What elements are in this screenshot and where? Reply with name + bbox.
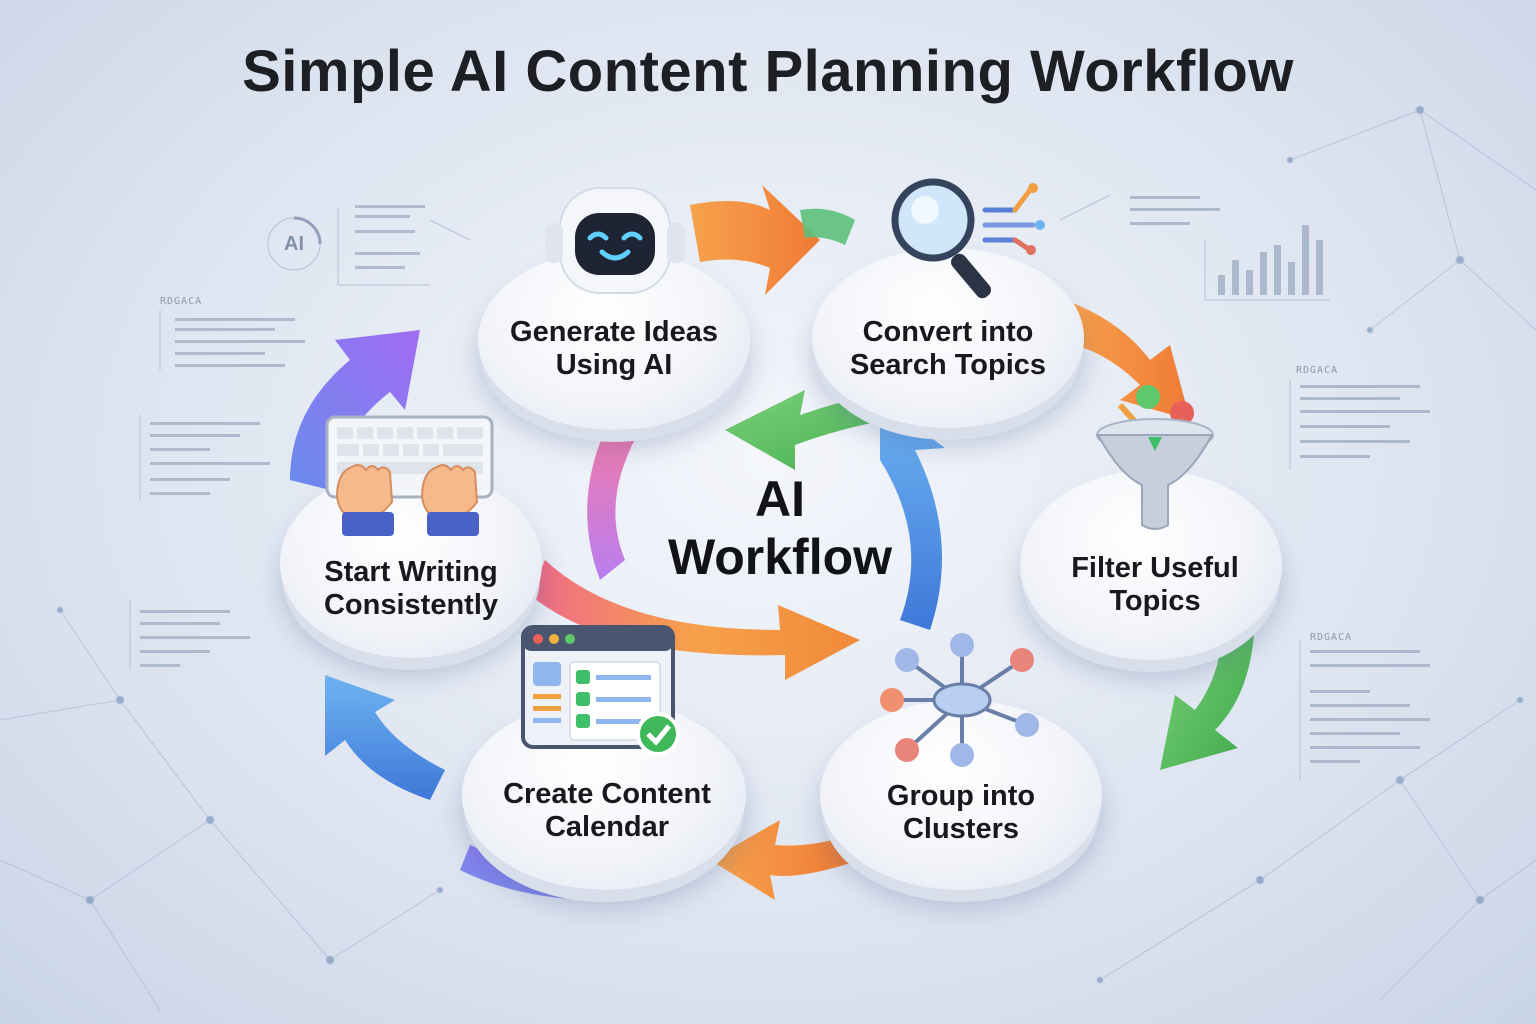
arrow-green-right [1160,610,1255,770]
step-label-line1: Generate Ideas [510,316,718,348]
left-data-panels [129,208,471,670]
step-label-start-writing: Start Writing Consistently [280,556,542,622]
arrow-inner-blue [880,400,945,630]
center-label-line2: Workflow [667,529,893,585]
center-hub-label: AI Workflow [620,470,940,586]
step-label-line2: Using AI [555,349,673,381]
ai-badge: AI [284,233,304,255]
outer-loop-arrows [290,185,1255,900]
robot-icon [545,187,685,294]
step-label-line2: Search Topics [849,349,1047,381]
step-disc-start-writing [280,468,542,658]
arrow-purple-left [290,330,420,490]
arrow-orange-top [690,185,820,295]
keyboard-typing-icon [325,415,494,536]
step-label-line1: Group into [886,780,1036,812]
step-label-line1: Create Content [503,778,711,810]
arrow-orange-bottom [710,820,860,900]
funnel-icon [1096,385,1214,530]
step-label-line2: Consistently [323,589,499,621]
calendar-checklist-icon [521,625,680,756]
panel-label: RDGACA [160,296,203,307]
step-label-line1: Convert into [862,316,1034,348]
page-title: Simple AI Content Planning Workflow [242,39,1294,104]
step-label-group-clusters: Group into Clusters [820,780,1102,846]
panel-label: RDGACA [1296,365,1339,376]
magnifier-icon [891,178,1045,299]
arrow-inner-pink [587,420,640,580]
step-label-line1: Start Writing [324,556,498,588]
center-label-line1: AI [755,471,805,527]
step-disc-convert-topics [812,248,1084,428]
step-label-convert-topics: Convert into Search Topics [812,316,1084,382]
cluster-network-icon [880,633,1039,767]
step-label-line1: Filter Useful [1071,552,1239,584]
step-label-line2: Topics [1109,585,1201,617]
step-label-filter-topics: Filter Useful Topics [1020,552,1290,618]
step-label-generate-ideas: Generate Ideas Using AI [478,316,750,382]
arrow-blue-left [325,675,445,800]
panel-label: RDGACA [1310,632,1353,643]
step-label-line2: Calendar [544,811,670,843]
arrow-inner-rainbow [530,560,860,680]
step-label-content-calendar: Create Content Calendar [462,778,752,844]
step-label-line2: Clusters [902,813,1020,845]
arrow-orange-right [1065,300,1190,420]
